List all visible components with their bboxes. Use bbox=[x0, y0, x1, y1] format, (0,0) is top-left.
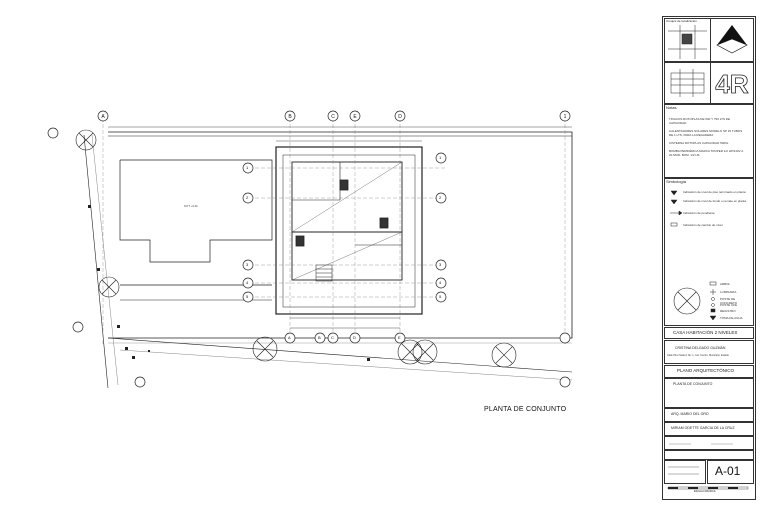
symbol-3: Indicación de pendiente bbox=[683, 211, 715, 215]
axis-left-1: 1 bbox=[246, 165, 249, 170]
owner-box: CRISTINA DELGADO GUZMÁN Calle Pino Suáre… bbox=[664, 340, 754, 364]
project-name: CASA HABITACIÓN 2 NIVELES bbox=[673, 330, 738, 335]
reviewer-box: MIRIAM ODETTE GARCIA DE LA CRUZ bbox=[664, 422, 754, 436]
stairs bbox=[315, 264, 333, 282]
note-4: BOMBA PERIFÉRICA MARCA TRUPER 1/2 HP/110… bbox=[669, 149, 744, 157]
locator-label: Croquis de localización bbox=[666, 19, 697, 23]
legend-2: LUMINARIA bbox=[720, 290, 737, 294]
property-boundary bbox=[108, 131, 573, 339]
key-plan-box bbox=[664, 62, 711, 104]
axis-right-2: 2 bbox=[439, 195, 442, 200]
axis-right-5: 5 bbox=[439, 294, 442, 299]
locator-box: Croquis de localización bbox=[664, 18, 711, 62]
tree-symbols bbox=[75, 129, 517, 368]
axis-label-top-5: D bbox=[398, 114, 402, 120]
legend-4: POSTE CFE bbox=[720, 303, 738, 307]
notes-title: Notas bbox=[666, 105, 677, 110]
legend-1: ARBOL bbox=[720, 282, 731, 286]
stamp-box bbox=[664, 460, 706, 484]
axis-bottom-4: D bbox=[353, 335, 356, 340]
axis-left-3: 3 bbox=[246, 262, 249, 267]
symbology-title: Simbología bbox=[666, 179, 687, 184]
symbol-4: Indicación de cambio de nivel bbox=[683, 223, 723, 227]
axis-bottom-3: C bbox=[331, 335, 334, 340]
svg-text:4R: 4R bbox=[715, 69, 748, 99]
graphic-scale: ESCALA GRÁFICA bbox=[666, 486, 750, 494]
misc-box bbox=[664, 450, 754, 460]
axis-label-top-3: C bbox=[331, 114, 335, 120]
axis-label-top-4: E bbox=[353, 114, 357, 120]
drawing-type: PLANO ARQUITECTÓNICO bbox=[677, 368, 735, 373]
key-plan-sketch bbox=[670, 69, 705, 97]
site-plan-drawing: A B C E D 1 bbox=[47, 110, 573, 389]
patio-area bbox=[119, 159, 273, 263]
owner-name: CRISTINA DELGADO GUZMÁN bbox=[675, 346, 726, 350]
north-arrow-icon bbox=[716, 25, 748, 54]
axis-left-4: 4 bbox=[246, 280, 249, 285]
note-2: CALENTADORES SOLARES MODELO SP 15 TUBOS … bbox=[669, 129, 743, 137]
drawing-name-box: PLANTA DE CONJUNTO bbox=[664, 378, 754, 408]
drawing-type-box: PLANO ARQUITECTÓNICO bbox=[664, 365, 754, 378]
axis-bottom-5: E bbox=[398, 335, 401, 340]
designer-box: ARQ. MARIO DEL ORO bbox=[664, 408, 754, 422]
house-outline bbox=[275, 146, 423, 315]
locator-sketch bbox=[668, 25, 707, 59]
sheet-number: A-01 bbox=[715, 464, 741, 478]
fixture bbox=[339, 179, 349, 191]
plan-title: PLANTA DE CONJUNTO bbox=[484, 406, 567, 413]
symbol-1: Indicación de nivel de piso terminado en… bbox=[683, 190, 746, 194]
axis-bottom-1: A bbox=[288, 335, 291, 340]
sheet-number-box: A-01 bbox=[707, 460, 754, 484]
room-lower bbox=[291, 231, 403, 281]
designer: ARQ. MARIO DEL ORO bbox=[671, 412, 709, 416]
axis-left-5: 5 bbox=[246, 294, 249, 299]
axis-bubbles bbox=[47, 110, 571, 388]
axis-right-3: 3 bbox=[439, 262, 442, 267]
firm-logo-icon: 4R bbox=[715, 69, 749, 100]
legend-3: POSTE DE CONCRETO bbox=[720, 297, 738, 305]
axis-label-top-1: A bbox=[101, 114, 105, 120]
scale-label: ESCALA GRÁFICA bbox=[694, 490, 716, 493]
axis-right-4: 4 bbox=[439, 280, 442, 285]
project-address: Calle Pino Suárez No. 1, Col. Centro, Mu… bbox=[667, 354, 729, 357]
dates-box bbox=[664, 436, 754, 450]
symbology-box: Simbología Indicación de nivel de piso t… bbox=[664, 178, 754, 326]
dates-lines bbox=[669, 443, 733, 445]
project-name-box: CASA HABITACIÓN 2 NIVELES bbox=[664, 327, 754, 339]
drawing-name: PLANTA DE CONJUNTO bbox=[673, 382, 713, 386]
axis-label-top-2: B bbox=[288, 114, 292, 120]
axis-label-top-6: 1 bbox=[564, 114, 567, 120]
legend-5: REGISTRO bbox=[720, 309, 736, 313]
street-edge bbox=[83, 134, 109, 389]
reviewer: MIRIAM ODETTE GARCIA DE LA CRUZ bbox=[671, 426, 735, 430]
symbol-2: Indicación de nivel de fondo o remate en… bbox=[683, 199, 747, 203]
symbology-graphics bbox=[670, 190, 717, 321]
legend-6: TOMA DE AGUA bbox=[720, 316, 743, 320]
axis-bottom-2: B bbox=[318, 335, 321, 340]
notes-box: Notas TINACOS ROTOPLAS DE 600 Y 750 LTS … bbox=[664, 104, 754, 178]
note-3: CISTERNA ROTOPLAS CAPACIDAD 5000L bbox=[669, 141, 729, 145]
level-tag: N.P.T. +0.00 bbox=[184, 205, 198, 208]
stamp-lines bbox=[668, 466, 699, 475]
logo-box: 4R bbox=[710, 62, 754, 104]
north-arrow-box bbox=[710, 18, 754, 62]
note-1: TINACOS ROTOPLAS DE 600 Y 750 LTS DE CAP… bbox=[669, 117, 730, 125]
axis-left-2: 2 bbox=[246, 195, 249, 200]
axis-right-1: 1 bbox=[439, 155, 442, 160]
